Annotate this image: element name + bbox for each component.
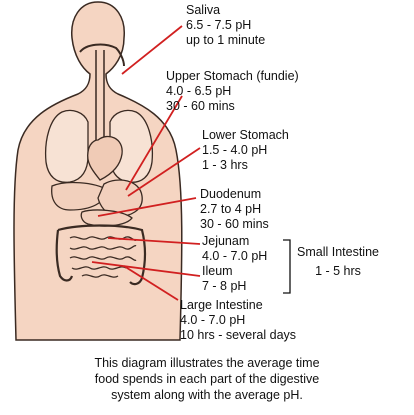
- digestive-system-diagram: [13, 1, 291, 341]
- duodenum-time: 30 - 60 mins: [200, 217, 269, 231]
- label-upper-stomach: Upper Stomach (fundie) 4.0 - 6.5 pH 30 -…: [166, 69, 299, 114]
- upper-stomach-time: 30 - 60 mins: [166, 99, 235, 113]
- pointer-jejunam: [107, 237, 201, 245]
- jejunam-ph: 4.0 - 7.0 pH: [202, 249, 268, 263]
- caption-line-2: food spends in each part of the digestiv…: [94, 372, 320, 386]
- stomach: [97, 179, 143, 217]
- small-intestine-name: Small Intestine: [297, 245, 379, 259]
- label-duodenum: Duodenum 2.7 to 4 pH 30 - 60 mins: [200, 187, 269, 232]
- pointer-duodenum: [97, 197, 197, 217]
- pointer-upper-stomach: [125, 95, 183, 191]
- pointer-ileum: [91, 261, 201, 277]
- duodenum-name: Duodenum: [200, 187, 262, 201]
- large-intestine-ph: 4.0 - 7.0 pH: [180, 313, 246, 327]
- pointer-lines: [91, 25, 201, 301]
- saliva-time: up to 1 minute: [186, 33, 266, 47]
- label-ileum: Ileum 7 - 8 pH: [202, 264, 246, 294]
- upper-stomach-name: Upper Stomach (fundie): [166, 69, 299, 83]
- large-intestine-time: 10 hrs - several days: [180, 328, 297, 342]
- caption-line-1: This diagram illustrates the average tim…: [94, 356, 320, 370]
- pointer-lower-stomach: [127, 147, 201, 197]
- pointer-large-intestine: [123, 265, 179, 301]
- ileum-name: Ileum: [202, 264, 233, 278]
- small-intestine-time: 1 - 5 hrs: [315, 264, 361, 278]
- label-lower-stomach: Lower Stomach 1.5 - 4.0 pH 1 - 3 hrs: [202, 128, 289, 173]
- caption-line-3: system along with the average pH.: [111, 388, 303, 402]
- lower-stomach-ph: 1.5 - 4.0 pH: [202, 143, 268, 157]
- label-jejunam: Jejunam 4.0 - 7.0 pH: [202, 234, 267, 264]
- heart: [87, 135, 123, 181]
- duodenum-ph: 2.7 to 4 pH: [200, 202, 262, 216]
- saliva-name: Saliva: [186, 3, 221, 17]
- lower-stomach-name: Lower Stomach: [202, 128, 289, 142]
- upper-stomach-ph: 4.0 - 6.5 pH: [166, 84, 232, 98]
- large-intestine-name: Large Intestine: [180, 298, 263, 312]
- saliva-ph: 6.5 - 7.5 pH: [186, 18, 252, 32]
- label-small-intestine: Small Intestine 1 - 5 hrs: [297, 245, 379, 279]
- ileum-ph: 7 - 8 pH: [202, 279, 247, 293]
- pharynx: [79, 43, 125, 67]
- liver: [51, 181, 109, 211]
- small-intestine-coils: [69, 236, 137, 278]
- caption: This diagram illustrates the average tim…: [8, 355, 406, 403]
- pointer-saliva: [121, 25, 183, 75]
- jejunam-name: Jejunam: [202, 234, 250, 248]
- label-saliva: Saliva 6.5 - 7.5 pH up to 1 minute: [186, 3, 265, 48]
- small-intestine-bracket: [283, 239, 291, 294]
- label-large-intestine: Large Intestine 4.0 - 7.0 pH 10 hrs - se…: [180, 298, 296, 343]
- large-intestine-organ: [55, 224, 147, 286]
- lower-stomach-time: 1 - 3 hrs: [202, 158, 248, 172]
